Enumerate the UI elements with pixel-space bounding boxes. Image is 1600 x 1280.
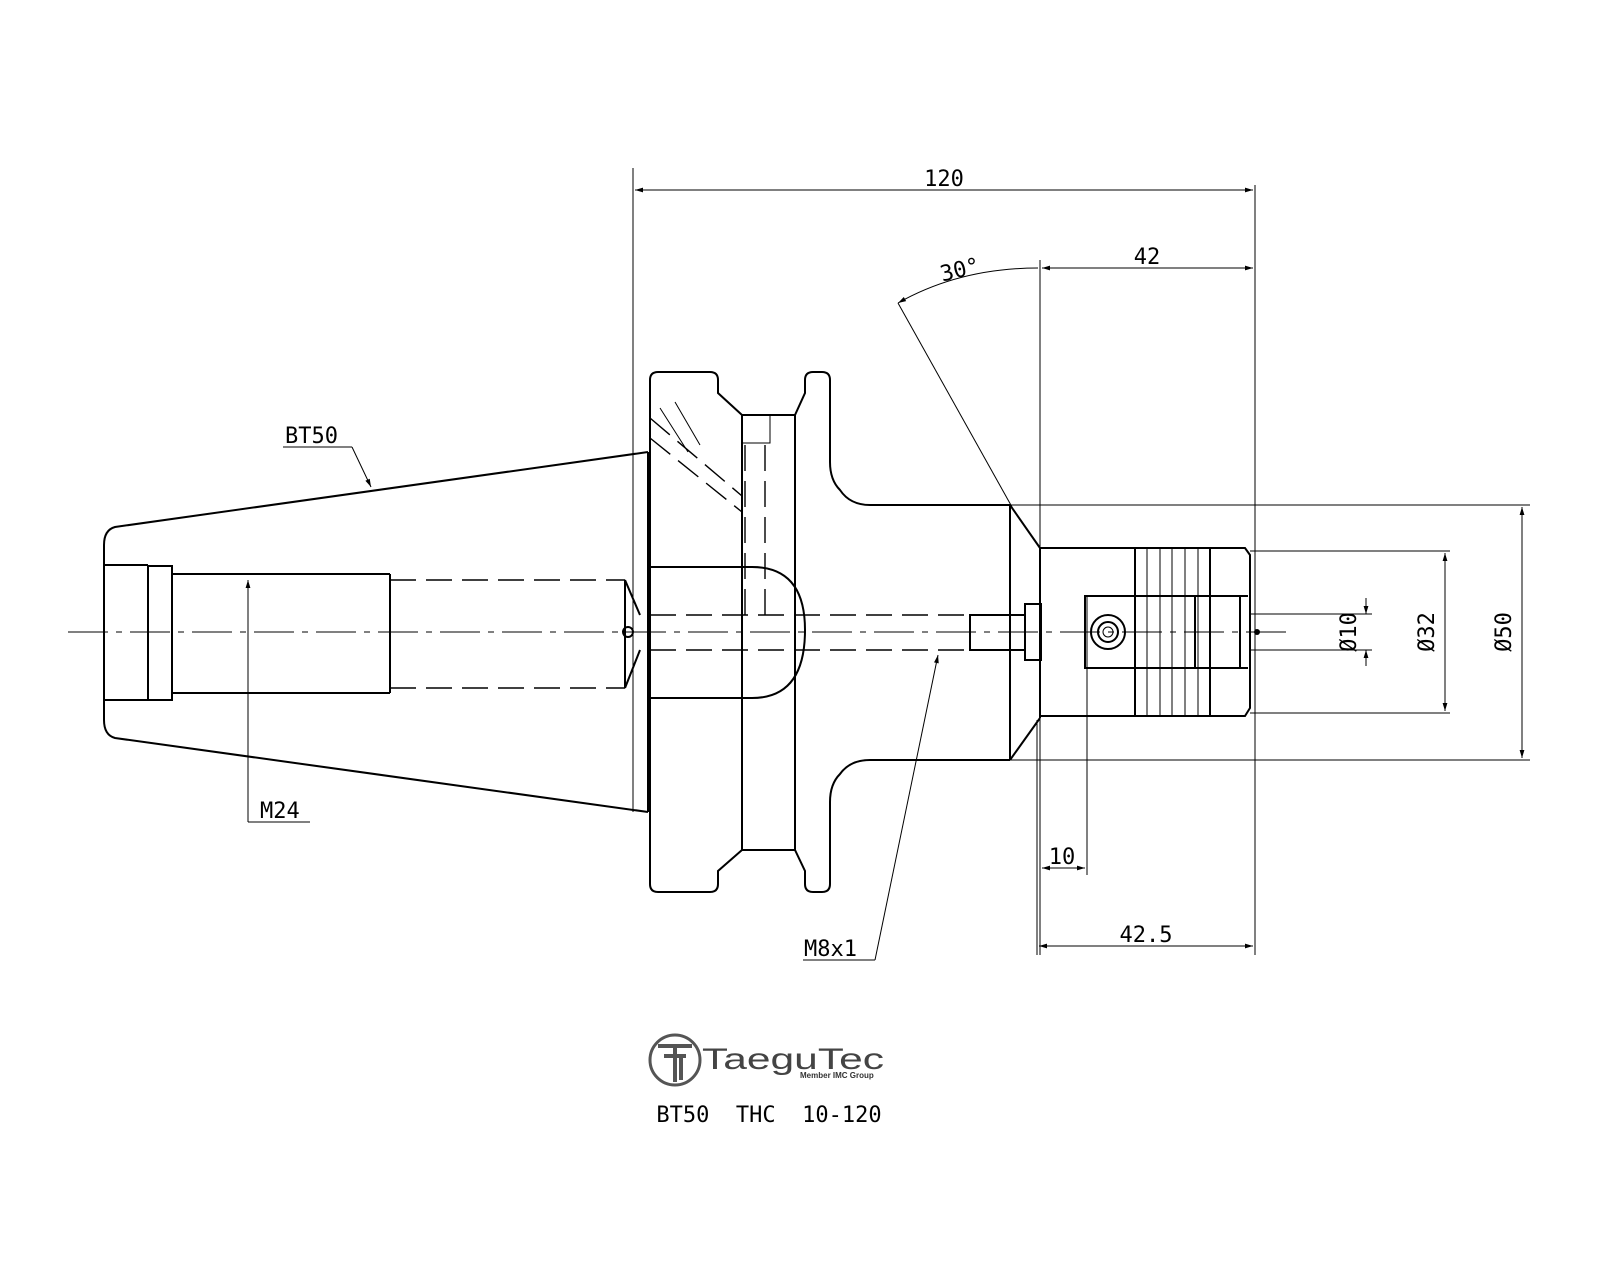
- logo-name: TaeguTec: [702, 1043, 884, 1076]
- logo-tagline: Member IMC Group: [800, 1071, 874, 1080]
- dim-min-clamp: 10: [1042, 596, 1088, 875]
- taegutec-logo: TaeguTec Member IMC Group: [648, 1033, 884, 1087]
- dim-diameters: Ø10 Ø32 Ø50: [1010, 504, 1530, 761]
- dim-overall-length: 120: [632, 167, 1256, 955]
- taper-shank: [103, 451, 649, 813]
- label-m8x1: M8x1: [804, 937, 857, 962]
- dim-angle-label: 30°: [938, 254, 983, 288]
- label-m24: M24: [260, 799, 300, 824]
- dim-body-diameter-label: Ø50: [1492, 612, 1517, 652]
- part-number: BT50 THC 10-120: [656, 1103, 881, 1128]
- dim-gauge-length-label: 42: [1134, 245, 1161, 270]
- flange: [649, 371, 871, 893]
- taegutec-mark-icon: [648, 1033, 702, 1087]
- dim-overall-length-label: 120: [924, 167, 964, 192]
- dim-nose-diameter-label: Ø32: [1415, 612, 1440, 652]
- chuck-nose: [1040, 547, 1260, 717]
- leader-bt50: BT50: [283, 424, 372, 488]
- leader-m24: M24: [245, 580, 310, 824]
- dim-gauge-length: 42: [1039, 245, 1253, 955]
- dim-clamp-length: 42.5: [1036, 720, 1253, 955]
- dim-min-clamp-label: 10: [1049, 845, 1076, 870]
- label-bt50: BT50: [285, 424, 338, 449]
- leader-m8x1: M8x1: [803, 654, 939, 962]
- dim-bore-diameter-label: Ø10: [1337, 612, 1362, 652]
- dim-angle: 30°: [897, 254, 1039, 508]
- dim-clamp-length-label: 42.5: [1120, 923, 1173, 948]
